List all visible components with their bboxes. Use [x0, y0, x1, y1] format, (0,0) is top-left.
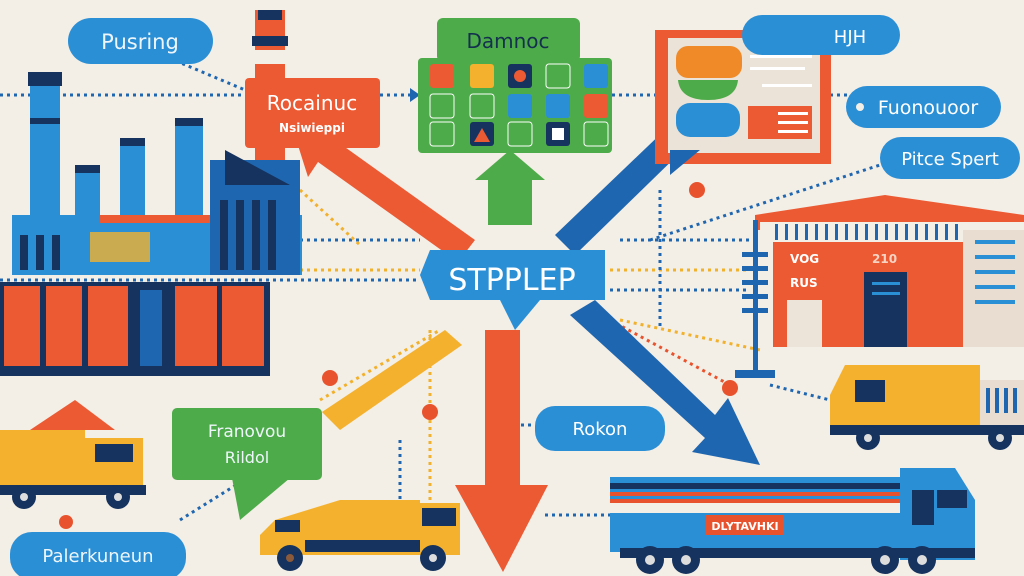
svg-text:Pitce Spert: Pitce Spert — [901, 149, 999, 170]
svg-text:DLYTAVHKI: DLYTAVHKI — [711, 520, 778, 533]
svg-text:Damnoc: Damnoc — [466, 29, 549, 53]
truck-icon — [0, 400, 146, 509]
blue-down-right-arrow — [570, 300, 760, 465]
warehouse-icon: VOG RUS 210 — [755, 195, 1024, 347]
svg-text:Rokon: Rokon — [573, 419, 628, 440]
app-icon-grid — [429, 63, 609, 147]
svg-text:Palerkuneun: Palerkuneun — [42, 546, 153, 567]
svg-text:Rildol: Rildol — [225, 448, 269, 467]
fuonouoor-label[interactable]: Fuonouoor — [846, 86, 1001, 128]
svg-text:VOG: VOG — [790, 252, 819, 266]
damnoc-panel[interactable]: Damnoc — [418, 18, 612, 153]
red-diagonal-arrow — [290, 120, 475, 262]
node-dot — [689, 182, 705, 198]
svg-text:Franovou: Franovou — [208, 422, 286, 442]
pitce-spert-label[interactable]: Pitce Spert — [880, 137, 1020, 179]
svg-text:STPPLEP: STPPLEP — [448, 263, 575, 298]
svg-text:Fuonouoor: Fuonouoor — [878, 97, 979, 119]
hjh-label[interactable]: HJH — [742, 15, 900, 55]
palerkuneun-label[interactable]: Palerkuneun — [10, 532, 186, 576]
pusring-label[interactable]: Pusring — [68, 18, 213, 64]
node-dot — [322, 370, 338, 386]
node-dot — [422, 404, 438, 420]
container-icon — [0, 282, 270, 376]
red-down-arrow — [455, 330, 548, 572]
svg-text:Nsiwieppi: Nsiwieppi — [279, 121, 345, 135]
tower-icon — [735, 220, 775, 378]
svg-text:Rocainuc: Rocainuc — [267, 91, 357, 115]
franovou-box[interactable]: Franovou Rildol — [172, 408, 322, 520]
node-dot — [722, 380, 738, 396]
green-up-arrow — [475, 150, 545, 225]
svg-text:Pusring: Pusring — [101, 30, 179, 54]
svg-text:210: 210 — [872, 252, 897, 266]
yellow-diagonal-arrow — [322, 330, 462, 430]
rokon-label[interactable]: Rokon — [535, 406, 665, 451]
truck-icon — [830, 365, 1024, 450]
node-dot — [59, 515, 73, 529]
svg-text:RUS: RUS — [790, 276, 818, 290]
truck-icon — [260, 500, 460, 571]
truck-icon: DLYTAVHKI — [610, 468, 975, 574]
rocainuc-box[interactable]: Rocainuc Nsiwieppi — [245, 78, 380, 148]
svg-text:HJH: HJH — [834, 27, 866, 48]
center-hub-banner[interactable]: STPPLEP — [420, 250, 605, 330]
